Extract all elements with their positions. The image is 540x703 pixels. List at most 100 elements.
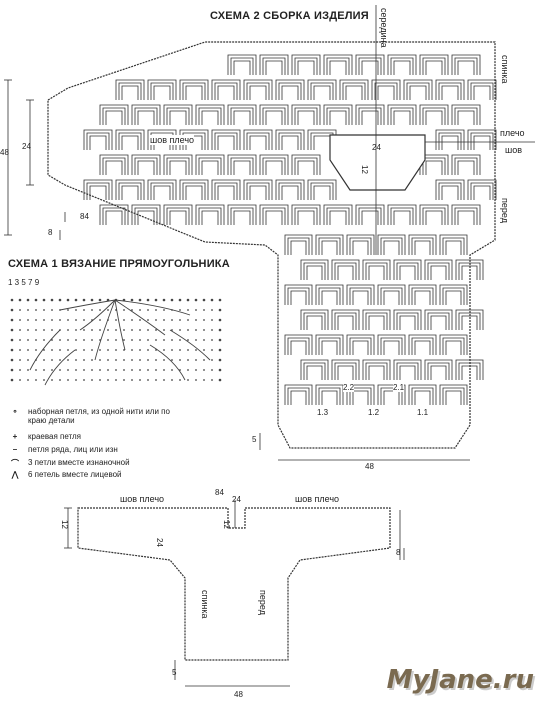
stitch-mark — [99, 309, 101, 311]
grid-block-line — [334, 262, 357, 280]
grid-block-line — [281, 85, 299, 100]
stitch-mark — [43, 349, 45, 351]
pattern-dim-24-side: 24 — [154, 538, 164, 547]
grid-block-line — [265, 160, 283, 175]
grid-block-line — [243, 129, 273, 150]
pattern-front-label: перед — [258, 590, 268, 615]
grid-block-line — [458, 262, 481, 280]
grid-block-line — [321, 240, 338, 255]
pattern-dim-12-left: 12 — [59, 520, 69, 529]
grid-block-line — [121, 185, 139, 200]
grid-block-line — [427, 312, 450, 330]
stitch-mark — [99, 319, 101, 321]
stitch-mark — [218, 358, 222, 362]
stitch-mark — [139, 349, 141, 351]
stitch-mark — [91, 309, 93, 311]
grid-block-line — [349, 387, 372, 405]
grid-block-line — [284, 384, 313, 405]
stitch-mark — [147, 349, 149, 351]
stitch-mark — [107, 359, 109, 361]
grid-block-line — [383, 290, 400, 305]
grid-block-line — [185, 185, 203, 200]
stitch-mark — [171, 369, 173, 371]
seam-label: шов — [505, 145, 523, 155]
legend-item-three-together: ⌒ 3 петли вместе изнаночной — [8, 458, 130, 469]
grid-block-line — [422, 157, 446, 175]
pattern-dim-48: 48 — [234, 690, 243, 699]
stitch-mark — [163, 379, 165, 381]
stitch-mark — [51, 319, 53, 321]
stitch-mark — [43, 379, 45, 381]
stitch-mark — [211, 349, 213, 351]
grid-block-line — [291, 54, 321, 75]
grid-block-line — [422, 107, 446, 125]
pattern-shoulder-seam-left: шов плечо — [120, 494, 165, 504]
grid-block-line — [287, 237, 310, 255]
grid-block-line — [425, 110, 443, 125]
stitch-mark — [75, 359, 77, 361]
grid-block-line — [214, 132, 238, 150]
shoulder-label: плечо — [500, 128, 525, 138]
stitch-mark — [115, 379, 117, 381]
stitch-mark — [10, 358, 14, 362]
stitch-mark — [67, 369, 69, 371]
upper-dimension-marks — [4, 79, 470, 461]
stitch-mark — [19, 339, 21, 341]
body-panel-grid — [284, 234, 484, 405]
stitch-mark — [107, 329, 109, 331]
grid-block-line — [303, 312, 326, 330]
grid-block-line — [408, 234, 437, 255]
grid-block-line — [217, 85, 235, 100]
grid-block-line — [439, 234, 468, 255]
six-together-icon: ⋀ — [11, 470, 19, 479]
grid-block-line — [349, 287, 372, 305]
site-logo[interactable]: MyJane.ru — [386, 665, 534, 695]
grid-block-line — [198, 207, 222, 225]
grid-block-line — [441, 185, 459, 200]
grid-block-line — [211, 79, 241, 100]
grid-block-line — [246, 182, 270, 200]
grid-block-line — [297, 160, 315, 175]
stitch-mark — [91, 369, 93, 371]
grid-block-line — [318, 387, 341, 405]
grid-block-line — [249, 135, 267, 150]
stitch-mark — [203, 379, 205, 381]
stitch-mark — [187, 339, 189, 341]
grid-block-line — [393, 60, 411, 75]
grid-block-line — [387, 54, 417, 75]
grid-block-line — [99, 104, 129, 125]
grid-block-line — [315, 384, 344, 405]
grid-block-line — [451, 104, 481, 125]
grid-block-line — [435, 129, 465, 150]
stitch-mark — [67, 309, 69, 311]
grid-block-line — [457, 210, 475, 225]
assembly-outline — [47, 41, 496, 449]
grid-block-line — [467, 79, 497, 100]
grid-block-line — [419, 204, 449, 225]
grid-block-line — [390, 107, 414, 125]
grid-block-line — [396, 262, 419, 280]
grid-block-line — [380, 387, 403, 405]
stitch-mark — [211, 369, 213, 371]
stitch-mark — [83, 359, 85, 361]
grid-block-line — [387, 104, 417, 125]
pattern-dim-12-mid: 12 — [221, 520, 231, 529]
grid-block-line — [387, 204, 417, 225]
stitch-mark — [19, 329, 21, 331]
stitch-mark — [27, 379, 29, 381]
stitch-mark — [27, 369, 29, 371]
stitch-mark — [75, 379, 77, 381]
grid-block-line — [265, 60, 283, 75]
grid-block-line — [230, 57, 254, 75]
cell-1-2: 1.2 — [368, 408, 380, 417]
stitch-mark — [163, 359, 165, 361]
stitch-mark — [26, 298, 30, 302]
stitch-mark — [83, 319, 85, 321]
back-label: спинка — [500, 55, 510, 84]
grid-block-line — [278, 82, 302, 100]
grid-block-line — [331, 259, 360, 280]
stitch-mark — [10, 308, 14, 312]
stitch-mark — [107, 349, 109, 351]
grid-block-line — [467, 129, 497, 150]
